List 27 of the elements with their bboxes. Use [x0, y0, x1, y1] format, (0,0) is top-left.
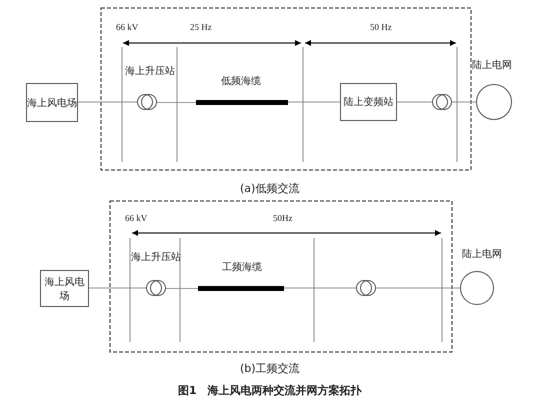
frequency-label: 50 Hz	[370, 22, 392, 33]
grid-circle	[476, 84, 512, 120]
figure-caption: 图1 海上风电两种交流并网方案拓扑	[178, 384, 362, 398]
station-box: 海上风电场	[40, 270, 89, 307]
component-label: 陆上电网	[462, 249, 502, 261]
component-label: 低频海缆	[221, 76, 261, 88]
transformer-symbol	[432, 94, 452, 110]
component-label: 海上升压站	[125, 66, 175, 78]
subfigure-caption: (b)工频交流	[240, 362, 300, 376]
voltage-label: 66 kV	[116, 22, 138, 33]
transformer-symbol	[356, 280, 376, 296]
power-line	[156, 102, 196, 103]
cable-bar	[198, 286, 284, 291]
cable-bar	[196, 100, 288, 105]
transformer-symbol	[146, 280, 166, 296]
subfigure-caption: (a)低频交流	[240, 182, 300, 196]
component-label: 陆上电网	[472, 60, 512, 72]
transformer-symbol	[137, 94, 157, 110]
station-box: 海上风电场	[26, 83, 78, 122]
frequency-label: 25 Hz	[190, 22, 212, 33]
voltage-label: 66 kV	[125, 213, 148, 224]
grid-circle	[460, 271, 494, 305]
component-label: 海上升压站	[131, 252, 181, 264]
component-label: 工频海缆	[222, 262, 262, 274]
station-box: 陆上变频站	[340, 83, 397, 121]
power-line	[166, 288, 198, 289]
frequency-label: 50Hz	[273, 213, 292, 224]
